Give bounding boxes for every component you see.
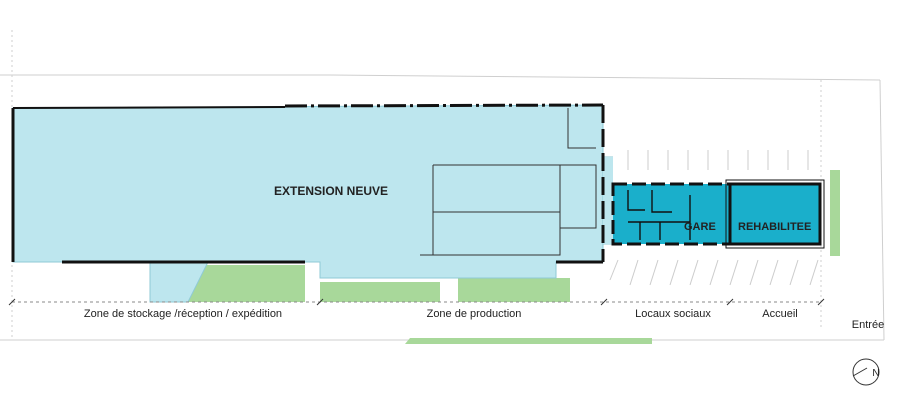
- green-area-entrance: [830, 170, 840, 256]
- green-area-storage: [188, 265, 305, 302]
- green-areas: [188, 170, 840, 344]
- zone-label-storage: Zone de stockage /réception / expédition: [84, 308, 282, 320]
- north-arrow-icon: N: [852, 358, 880, 386]
- green-area-production-1: [320, 282, 440, 302]
- parking-stalls: [609, 150, 819, 286]
- zone-label-reception: Accueil: [762, 308, 797, 320]
- entrance-label: Entrée: [852, 319, 884, 331]
- north-label: N: [872, 368, 879, 379]
- zone-label-production: Zone de production: [427, 308, 522, 320]
- zone-label-social: Locaux sociaux: [635, 308, 711, 320]
- green-area-production-2: [458, 278, 570, 302]
- extension-label: EXTENSION NEUVE: [274, 184, 388, 198]
- zone-dimension-line: Zone de stockage /réception / expédition…: [8, 298, 825, 320]
- station-building: GARE REHABILITEE: [611, 179, 825, 249]
- station-label-2: REHABILITEE: [738, 221, 811, 233]
- green-area-bottom: [405, 338, 652, 344]
- station-label-1: GARE: [684, 221, 716, 233]
- extension-building: EXTENSION NEUVE: [11, 103, 613, 303]
